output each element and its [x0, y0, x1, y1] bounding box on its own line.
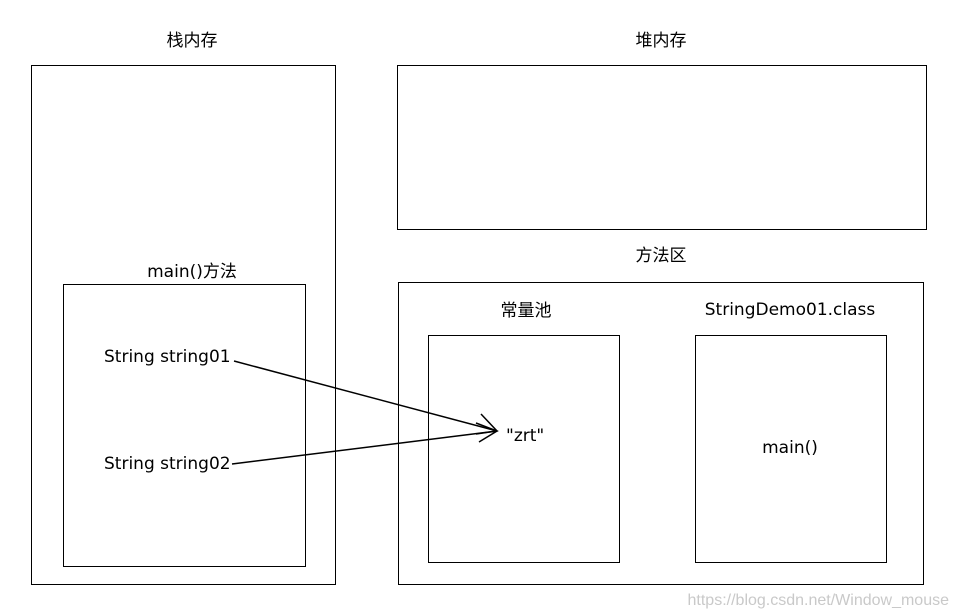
method-area-box [398, 282, 924, 585]
constant-pool-box [428, 335, 620, 563]
string02-reference-arrow [231, 422, 499, 465]
stack-memory-title: 栈内存 [166, 31, 218, 51]
string01-variable: String string01 [104, 347, 231, 367]
heap-memory-title: 堆内存 [635, 31, 687, 51]
class-file-title: StringDemo01.class [704, 300, 876, 320]
class-main-method: main() [762, 438, 818, 458]
string01-reference-arrow [233, 360, 499, 435]
zrt-string-literal: "zrt" [506, 426, 545, 446]
constant-pool-title: 常量池 [500, 301, 552, 321]
string02-variable: String string02 [104, 454, 231, 474]
class-file-box [695, 335, 887, 563]
main-method-title: main()方法 [147, 262, 237, 282]
stack-memory-box [31, 65, 336, 585]
source-watermark: https://blog.csdn.net/Window_mouse [687, 592, 949, 609]
method-area-title: 方法区 [635, 246, 687, 266]
heap-memory-box [397, 65, 927, 230]
main-method-frame [63, 284, 306, 567]
